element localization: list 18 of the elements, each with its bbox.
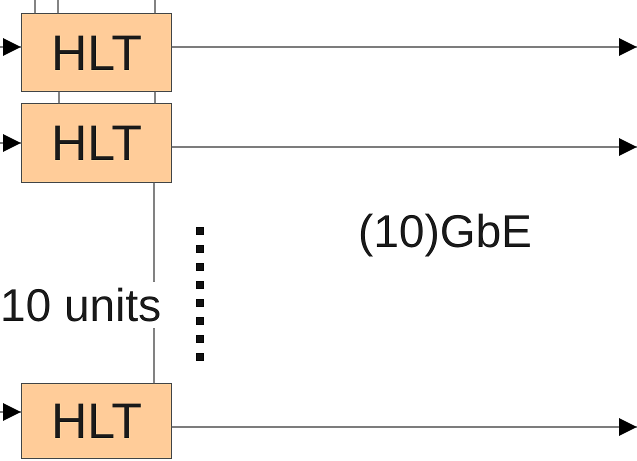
arrow xyxy=(0,403,21,421)
node-label: HLT xyxy=(51,118,142,168)
arrow xyxy=(172,418,637,436)
arrow xyxy=(172,38,637,56)
process-box xyxy=(21,103,172,183)
process-box xyxy=(21,383,172,459)
process-box xyxy=(21,13,172,92)
speed-label: (10)GbE xyxy=(358,208,532,254)
connector-line xyxy=(57,0,59,13)
connector-line xyxy=(154,92,156,103)
arrow xyxy=(0,38,21,56)
connector-line xyxy=(34,0,36,13)
node-label: HLT xyxy=(51,28,142,78)
arrow xyxy=(0,134,21,152)
connector-line xyxy=(154,0,156,13)
arrow xyxy=(172,138,637,156)
connector-line xyxy=(58,92,60,103)
node-label: HLT xyxy=(51,396,142,446)
